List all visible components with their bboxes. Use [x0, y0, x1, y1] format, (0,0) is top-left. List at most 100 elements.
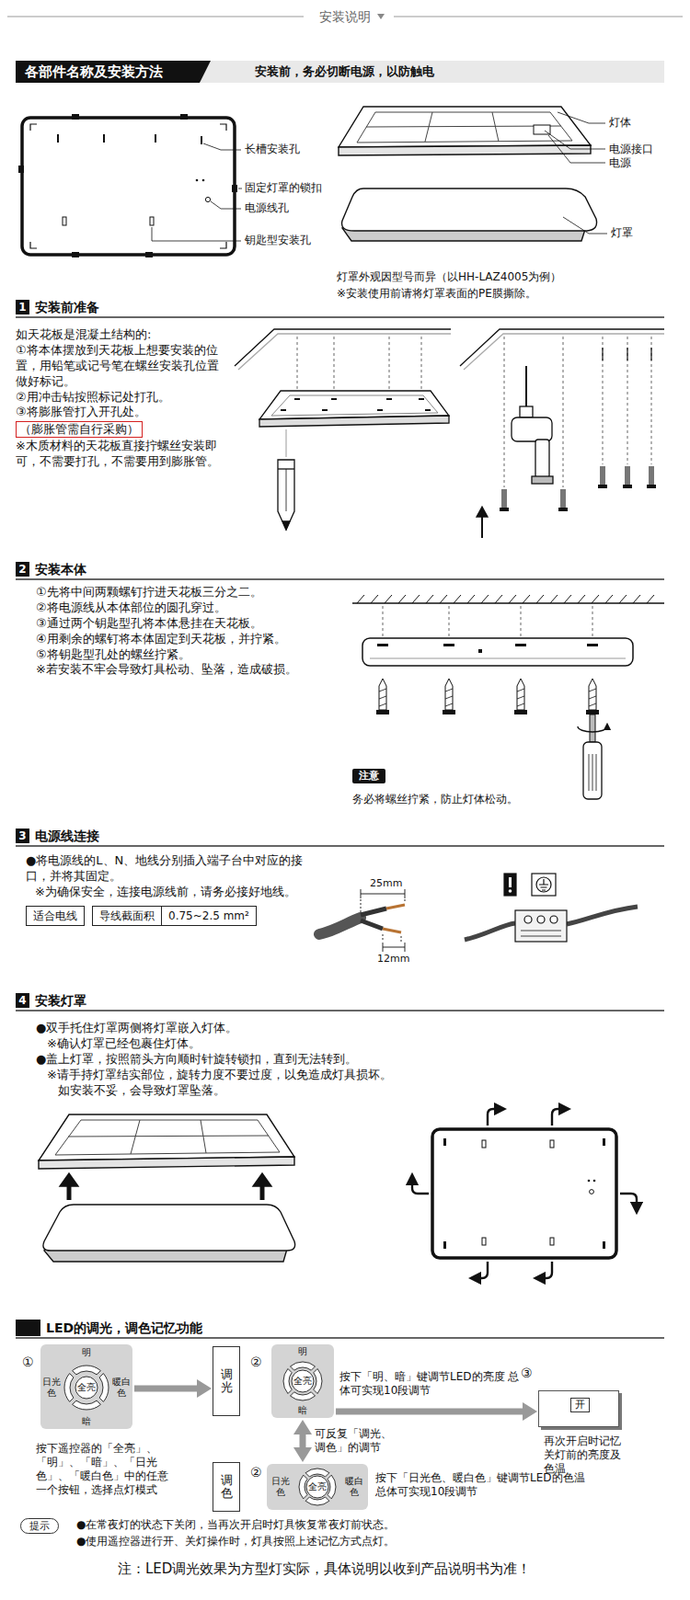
- arrow-head: [293, 1420, 312, 1436]
- label-text: ③将膨胀管打入开孔处。: [15, 404, 226, 421]
- marking-illustration: [234, 329, 451, 530]
- text-column: ●双手托住灯罩两侧将灯罩嵌入灯体。※确认灯罩已经包裹住灯体。●盖上灯罩，按照箭头…: [35, 1021, 414, 1099]
- mounting-illustration: [377, 644, 389, 647]
- remote-buttons: [283, 1362, 322, 1402]
- lamp-exploded-view: [492, 112, 499, 142]
- lamp-exploded-view: [548, 135, 606, 163]
- terminal-illustration: [539, 879, 549, 891]
- drilling-illustration: [535, 439, 550, 479]
- remote-button: [313, 1368, 322, 1394]
- lamp-plan-view: [30, 124, 227, 249]
- label-text: 再次开启时记忆关灯前的亮度及色温: [543, 1435, 625, 1477]
- wire-strip-illustration: [319, 889, 405, 953]
- label-text: ④用剩余的螺钉将本体固定到天花板，并拧紧。: [35, 632, 322, 648]
- lamp-exploded-view: [544, 112, 608, 234]
- mounting-illustration: [448, 606, 450, 637]
- remote-button: [75, 1377, 98, 1400]
- step-heading: 4安装灯罩: [15, 993, 87, 1009]
- mounting-illustration: [376, 710, 599, 715]
- remote-buttons: [64, 1366, 109, 1411]
- switch-button: 开: [538, 1391, 620, 1428]
- section-rule: [15, 317, 665, 1339]
- lamp-plan-view: [18, 114, 242, 258]
- drilling-illustration: [499, 507, 509, 512]
- lamp-exploded-view: [563, 217, 608, 234]
- label-text: ●盖上灯罩，按照箭头方向顺时针旋转锁扣，直到无法转到。: [35, 1052, 414, 1069]
- mounting-illustration: [382, 606, 593, 637]
- drilling-illustration: [626, 347, 628, 361]
- cover-lock-illustration: [443, 1138, 447, 1147]
- remote-button: [289, 1392, 315, 1402]
- marking-illustration: [238, 333, 451, 370]
- drilling-illustration: [560, 489, 566, 508]
- mounting-illustration: [382, 606, 384, 637]
- part-label: 电源: [609, 156, 632, 172]
- wire-strip-illustration: [360, 889, 405, 953]
- step-heading: 1安装前准备: [15, 299, 100, 315]
- terminal-illustration: [464, 874, 638, 943]
- terminal-illustration: [464, 923, 516, 941]
- drilling-illustration: [601, 347, 603, 361]
- drilling-illustration: [511, 417, 552, 442]
- label-text: ①将本体摆放到天花板上想要安装的位置，用铅笔或记号笔在螺丝安装孔位置做好标记。: [15, 343, 226, 391]
- cover-lock-illustration: [552, 1109, 565, 1127]
- caution-tag: 注意: [352, 769, 386, 784]
- connector: [335, 1403, 538, 1422]
- lamp-plan-view: [71, 252, 80, 258]
- drilling-illustration: [504, 336, 652, 488]
- remote-button: [72, 1366, 102, 1376]
- label-text: 按下「明、暗」键调节LED的亮度 总体可实现10段调节: [339, 1370, 524, 1399]
- drilling-illustration: [525, 366, 528, 407]
- cover-fitting-illustration: [200, 1120, 207, 1154]
- part-label: 长槽安装孔: [244, 142, 300, 158]
- marking-illustration: [271, 395, 438, 416]
- mounting-illustration: [379, 678, 597, 711]
- lamp-plan-view: [238, 188, 242, 190]
- tip-badge: 提示: [20, 1518, 59, 1535]
- lamp-exploded-view: [366, 126, 562, 127]
- node-text: 1: [15, 299, 30, 315]
- lamp-plan-view: [18, 114, 238, 258]
- part-label: 电源线孔: [244, 201, 289, 217]
- marking-illustration: [297, 336, 299, 396]
- text-column: 如天花板是混凝土结构的:①将本体摆放到天花板上想要安装的位置，用铅笔或记号笔在螺…: [15, 327, 226, 471]
- label-text: ●双手托住灯罩两侧将灯罩嵌入灯体。: [35, 1021, 414, 1037]
- step-heading: 2安装本体: [15, 562, 87, 577]
- mounting-illustration: [583, 742, 602, 800]
- drilling-illustration: [476, 506, 488, 518]
- terminal-illustration: [508, 889, 513, 894]
- wire-strip-illustration: [360, 920, 383, 930]
- drilling-illustration: [599, 466, 606, 485]
- terminal-illustration: [504, 874, 517, 897]
- drilling-illustration: [651, 336, 653, 465]
- wire-strip-illustration: [360, 908, 387, 916]
- node-text: 全亮: [292, 1376, 313, 1388]
- mounting-illustration: [588, 754, 597, 792]
- drilling-illustration: [463, 333, 665, 370]
- cover-lock-illustration: [482, 1140, 486, 1149]
- wire-strip-illustration: [382, 943, 405, 953]
- label-text: 如天花板是混凝土结构的:: [15, 327, 226, 344]
- drilling-illustration: [531, 476, 553, 484]
- cover-lock-illustration: [589, 1190, 595, 1196]
- mounting-illustration: [376, 710, 390, 715]
- drilling-illustration: [558, 507, 568, 512]
- mounting-illustration: [589, 714, 596, 743]
- cover-fitting-illustration: [55, 1120, 280, 1156]
- label-text: ③通过两个钥匙型孔将本体悬挂在天花板。: [35, 616, 322, 633]
- node-text: 安装本体: [34, 562, 87, 577]
- cover-fitting-illustration: [130, 1120, 140, 1155]
- remote-control: 日光色全亮暖白色: [266, 1464, 368, 1511]
- lamp-plan-view: [210, 201, 242, 209]
- section-banner: 各部件名称及安装方法: [15, 60, 211, 83]
- drilling-illustration: [499, 466, 656, 512]
- marking-illustration: [389, 336, 391, 396]
- cover-lock-illustration: [602, 1138, 606, 1147]
- lamp-plan-view: [103, 134, 105, 143]
- node-text: 导线截面积: [99, 908, 155, 924]
- remote-buttons: [299, 1469, 336, 1507]
- wire-strip-illustration: [360, 899, 405, 913]
- banner-shape: [15, 60, 211, 83]
- part-label: 固定灯罩的锁扣: [244, 181, 322, 196]
- terminal-illustration: [520, 931, 562, 937]
